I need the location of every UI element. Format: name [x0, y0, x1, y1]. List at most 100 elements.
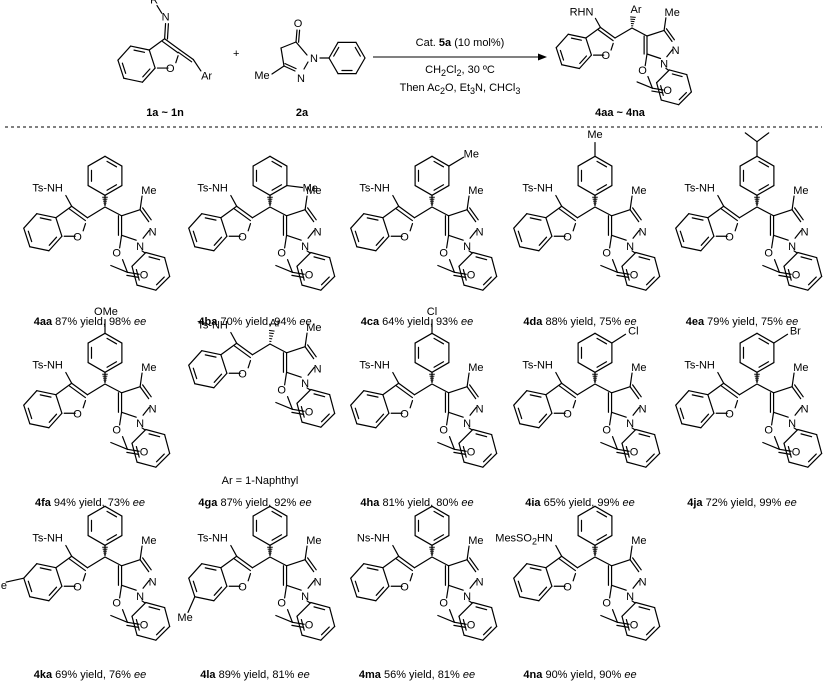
acetate-oxygen-label: O [277, 248, 286, 260]
product-id: 4aa ~ 4na [595, 107, 646, 119]
reactant-2-id: 2a [296, 107, 309, 119]
aryl-methoxy-label: OMe [94, 306, 118, 318]
acylation-condition: Then Ac2O, Et3N, CHCl3 [400, 82, 521, 96]
furan-oxygen-label: O [238, 231, 247, 243]
methyl-label: Me [254, 70, 269, 82]
pyrazole-n1-label: N [136, 418, 144, 430]
imine-n-label: N [162, 12, 170, 24]
pyrazole-n2-label: N [149, 403, 157, 415]
pyrazole-n2-label: N [672, 45, 680, 57]
pyrazole-n1-label: N [788, 241, 796, 253]
furan-oxygen-label: O [73, 408, 82, 420]
carbonyl-oxygen-label: O [140, 269, 149, 281]
yield-caption: 4ea 79% yield, 75% ee [686, 316, 799, 328]
yield-caption: 4ca 64% yield, 93% ee [361, 316, 474, 328]
acetate-oxygen-label: O [439, 425, 448, 437]
pyrazole-n2-label: N [476, 226, 484, 238]
pyrazole-n2-label: N [314, 576, 322, 588]
pyrazole-methyl-label: Me [141, 362, 156, 374]
pyrazole-n2-label: N [314, 363, 322, 375]
carbonyl-oxygen-label: O [467, 619, 476, 631]
pyrazole-n2-label: N [639, 576, 647, 588]
pyrazole-n2-label: N [149, 576, 157, 588]
pyrazole-n1-label: N [463, 241, 471, 253]
pyrazole-n2-label: N [314, 226, 322, 238]
pyrazole-methyl-label: Me [141, 535, 156, 547]
acetate-oxygen-label: O [439, 248, 448, 260]
pyrazole-n1-label: N [463, 418, 471, 430]
carbonyl-oxygen-label: O [305, 406, 314, 418]
furan-oxygen-label: O [725, 231, 734, 243]
yield-caption: 4ka 69% yield, 76% ee [34, 669, 147, 681]
carbonyl-oxygen-label: O [467, 446, 476, 458]
yield-caption: 4na 90% yield, 90% ee [523, 669, 636, 681]
sulfonamide-nh-label: Ts-NH [32, 183, 63, 195]
acetate-oxygen-label: O [764, 248, 773, 260]
pyrazole-n2-label: N [476, 403, 484, 415]
carbonyl-oxygen-label: O [630, 619, 639, 631]
yield-caption: 4ia 65% yield, 99% ee [525, 497, 634, 509]
pyrazole-methyl-label: Me [306, 185, 321, 197]
furan-oxygen-label: O [73, 581, 82, 593]
pyrazole-methyl-label: Me [306, 535, 321, 547]
acetate-oxygen-label: O [602, 425, 611, 437]
plus-sign: + [233, 48, 239, 60]
sulfonamide-nh-label: Ts-NH [359, 360, 390, 372]
reactant-1-id: 1a ~ 1n [146, 107, 184, 119]
pyrazole-n2-label: N [801, 226, 809, 238]
yield-caption: 4ja 72% yield, 99% ee [687, 497, 796, 509]
furan-oxygen-label: O [238, 581, 247, 593]
sulfonamide-nh-label: Ts-NH [32, 360, 63, 372]
yield-caption: 4da 88% yield, 75% ee [523, 316, 636, 328]
ar-group-label: Ar [201, 70, 212, 82]
catalyst-condition: Cat. 5a (10 mol%) [416, 37, 505, 49]
pyrazole-methyl-label: Me [306, 322, 321, 334]
pyrazole-n2-label: N [639, 403, 647, 415]
pyrazole-n2-label: N [639, 226, 647, 238]
pyrazole-methyl-label: Me [665, 7, 680, 19]
acetate-oxygen-label: O [638, 65, 647, 77]
pyrazole-n2-label: N [149, 226, 157, 238]
carbonyl-oxygen-label: O [792, 446, 801, 458]
r-group-label: R [150, 0, 158, 7]
sulfonamide-nh-label: Ts-NH [684, 183, 715, 195]
pyrazole-n1-label: N [301, 241, 309, 253]
furan-oxygen-label: O [563, 581, 572, 593]
aryl-note: Ar = 1-Naphthyl [222, 475, 299, 487]
sulfonamide-nh-label: Ts-NH [684, 360, 715, 372]
pyrazole-n1-label: N [463, 591, 471, 603]
ring-methyl-label: Me [0, 580, 7, 592]
pyrazole-n2-label: N [801, 403, 809, 415]
pyrazole-methyl-label: Me [793, 185, 808, 197]
acetate-oxygen-label: O [764, 425, 773, 437]
aryl-methyl-label: Me [303, 182, 318, 194]
carbonyl-oxygen-label: O [305, 619, 314, 631]
furan-oxygen-label: O [73, 231, 82, 243]
pyrazole-n1-label: N [301, 591, 309, 603]
acetate-oxygen-label: O [602, 248, 611, 260]
ring-methyl-label: Me [177, 612, 192, 624]
furan-oxygen-label: O [563, 408, 572, 420]
rhn-label: RHN [570, 6, 594, 18]
yield-caption: 4aa 87% yield, 98% ee [34, 316, 147, 328]
acetate-oxygen-label: O [439, 598, 448, 610]
acetate-oxygen-label: O [277, 385, 286, 397]
yield-caption: 4ga 87% yield, 92% ee [198, 497, 311, 509]
acetate-oxygen-label: O [112, 598, 121, 610]
pyrazole-n1-label: N [626, 591, 634, 603]
furan-oxygen-label: O [400, 231, 409, 243]
acetate-oxygen-label: O [112, 425, 121, 437]
furan-oxygen-label: O [166, 63, 175, 75]
